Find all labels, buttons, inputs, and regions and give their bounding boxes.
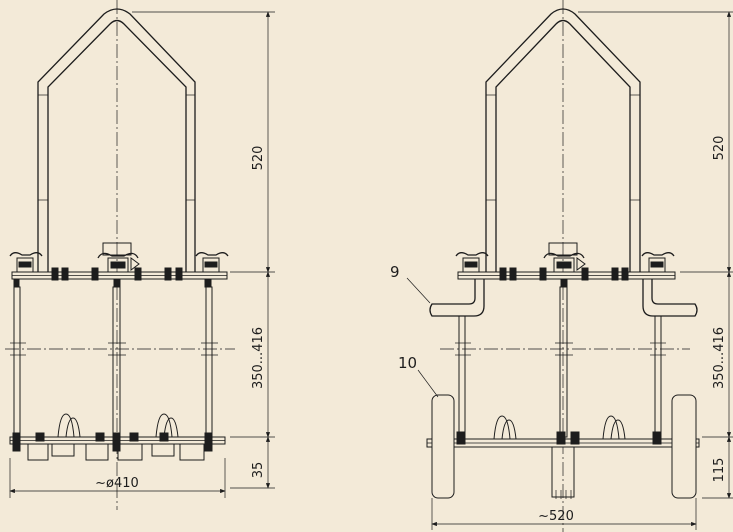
- callout-10-leader: [417, 369, 439, 398]
- left-handle: [37, 8, 196, 272]
- callout-10: 10: [398, 354, 417, 372]
- callout-9-leader: [406, 277, 431, 304]
- right-wheel-left: [431, 394, 455, 499]
- left-base: [9, 432, 226, 461]
- right-dim-350-416: 350...416: [712, 327, 727, 389]
- right-wing-nut-right: [641, 252, 675, 273]
- right-wing-nut-left: [455, 252, 489, 273]
- right-wheel-right: [671, 394, 697, 499]
- left-wing-nut-left: [9, 252, 43, 273]
- right-handle: [485, 8, 641, 272]
- right-dim-520: 520: [712, 136, 727, 161]
- right-view: 9 10 520 350...416 115 ~520: [390, 0, 733, 532]
- right-clips: [493, 415, 626, 440]
- callout-9: 9: [390, 263, 400, 281]
- left-dim-350-416: 350...416: [251, 327, 266, 389]
- left-view: 520 350...416 35 ~ø410: [5, 0, 275, 510]
- left-wing-nut-right: [195, 252, 229, 273]
- left-bolts-top: [13, 267, 212, 288]
- left-center-clamp: [97, 242, 140, 273]
- left-dim-520: 520: [251, 146, 266, 171]
- right-dimensions: [431, 11, 733, 530]
- right-dim-115: 115: [712, 458, 727, 483]
- left-rods: [13, 286, 213, 438]
- left-clips: [57, 413, 179, 438]
- right-side-handle-left: [429, 279, 485, 317]
- right-center-clamp: [543, 242, 586, 273]
- right-dim-width: ~520: [538, 509, 574, 524]
- right-rods: [458, 286, 662, 438]
- right-bolts-top: [499, 267, 629, 288]
- left-dimensions: [9, 11, 275, 498]
- right-base: [426, 431, 700, 499]
- left-dim-35: 35: [251, 462, 266, 479]
- left-dim-width: ~ø410: [95, 476, 139, 491]
- right-side-handle-right: [642, 279, 698, 317]
